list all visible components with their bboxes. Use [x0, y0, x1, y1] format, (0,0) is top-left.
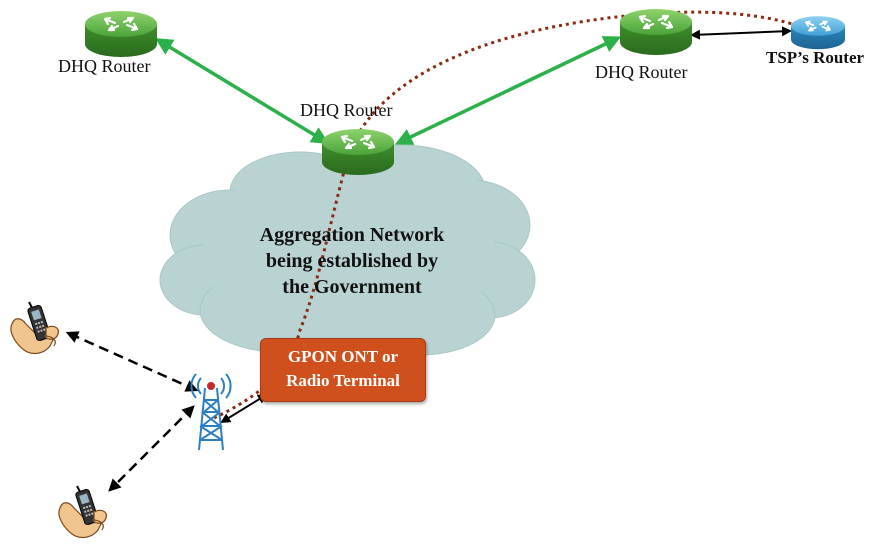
router-icon	[618, 7, 694, 57]
tsp-router-icon	[791, 16, 845, 50]
tower-icon	[190, 373, 232, 451]
mobile-phone-hand-icon	[57, 484, 108, 539]
router-label-tsp: TSP’s Router	[766, 48, 865, 67]
link-tower-to-ont	[220, 393, 268, 424]
link-tower-to-phone-2	[108, 405, 195, 492]
cloud-caption-line-3: the Government	[282, 276, 422, 298]
cloud-caption-line-2: being established by	[265, 250, 439, 272]
cloud-caption-line-1: Aggregation Network	[259, 224, 445, 246]
ont-label-line-2: Radio Terminal	[286, 371, 400, 390]
cloud-caption: Aggregation Network being established by…	[222, 222, 482, 300]
router-label-right: DHQ Router	[595, 62, 688, 82]
link-right-to-tsp	[690, 26, 792, 40]
gpon-ont-box: GPON ONT or Radio Terminal	[260, 338, 426, 402]
ont-label-line-1: GPON ONT or	[287, 347, 399, 366]
link-tower-to-phone-1	[65, 331, 199, 392]
router-label-left: DHQ Router	[58, 56, 151, 76]
mobile-phone-hand-icon	[9, 300, 60, 355]
router-label-center: DHQ Router	[300, 100, 393, 120]
router-icon	[320, 127, 396, 177]
router-icon	[83, 9, 159, 59]
link-right-to-center	[394, 36, 622, 145]
link-left-to-center	[155, 38, 329, 144]
